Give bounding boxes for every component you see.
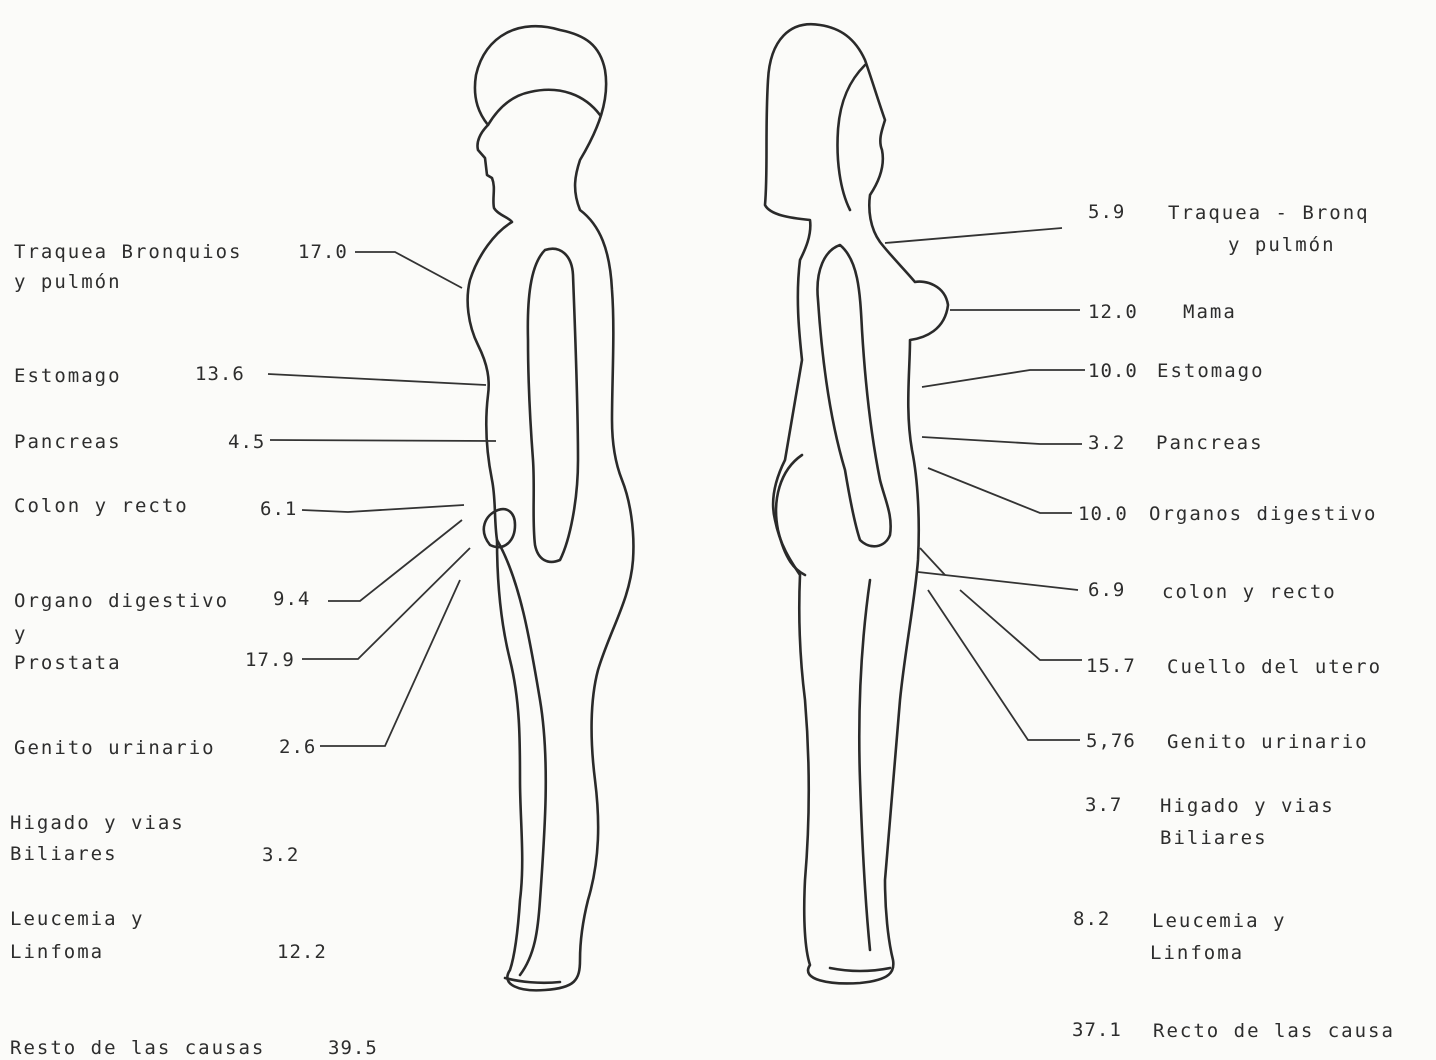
female-hair (838, 65, 866, 210)
female-label-pancreas: Pancreas (1156, 431, 1264, 455)
male-label-leucemia: Leucemia y (10, 907, 144, 931)
male-label-traquea: Traquea Bronquios (14, 240, 242, 264)
male-value-traquea: 17.0 (298, 240, 348, 264)
female-label-mama: Mama (1183, 300, 1237, 324)
male-label-organo-2: y (14, 622, 27, 646)
female-label-higado-2: Biliares (1160, 826, 1268, 850)
leader-f-colon (918, 572, 1078, 590)
male-value-colon: 6.1 (260, 497, 297, 521)
female-label-resto: Recto de las causa (1153, 1019, 1395, 1043)
male-label-estomago: Estomago (14, 364, 122, 388)
leader-m-estomago (268, 374, 486, 385)
female-label-traquea: Traquea - Bronq (1168, 201, 1370, 225)
male-arm (528, 249, 578, 562)
female-arm (817, 245, 890, 546)
female-value-mama: 12.0 (1088, 300, 1138, 324)
female-silhouette (765, 24, 948, 983)
male-label-leucemia-2: Linfoma (10, 940, 104, 964)
female-value-resto: 37.1 (1072, 1018, 1122, 1042)
leader-m-prostata (302, 548, 470, 659)
female-label-colon: colon y recto (1162, 580, 1337, 604)
female-label-estomago: Estomago (1157, 359, 1265, 383)
male-label-genito: Genito urinario (14, 736, 216, 760)
leader-f-pancreas (922, 437, 1082, 444)
female-value-genito: 5,76 (1086, 729, 1136, 753)
female-value-leucemia: 8.2 (1073, 907, 1110, 931)
male-outline (468, 26, 634, 990)
leader-lines (268, 228, 1085, 746)
leader-f-cuello (960, 590, 1082, 660)
female-label-traquea-2: y pulmón (1228, 233, 1336, 257)
male-value-leucemia: 12.2 (277, 940, 327, 964)
leader-f-estomago (922, 370, 1085, 387)
male-value-pancreas: 4.5 (228, 430, 265, 454)
female-value-traquea: 5.9 (1088, 200, 1125, 224)
leader-f-colon2 (920, 548, 945, 575)
male-label-higado-2: Biliares (10, 842, 118, 866)
male-label-resto: Resto de las causas (10, 1036, 265, 1060)
leader-f-traquea (885, 228, 1062, 243)
male-label-traquea-2: y pulmón (14, 270, 122, 294)
female-value-organos: 10.0 (1078, 502, 1128, 526)
female-value-higado: 3.7 (1085, 793, 1122, 817)
female-label-higado: Higado y vias (1160, 794, 1335, 818)
female-value-pancreas: 3.2 (1088, 431, 1125, 455)
male-value-organo: 9.4 (273, 587, 310, 611)
leader-f-organos (928, 468, 1072, 513)
leader-m-organo (328, 520, 462, 601)
leader-f-genito (928, 590, 1080, 740)
male-leg-line (497, 540, 546, 975)
female-label-organos: Organos digestivo (1149, 502, 1377, 526)
male-value-higado: 3.2 (262, 843, 299, 867)
male-label-colon: Colon y recto (14, 494, 189, 518)
male-value-resto: 39.5 (328, 1036, 378, 1060)
leader-m-genito (320, 580, 460, 746)
leader-m-traquea (355, 252, 462, 288)
female-label-leucemia: Leucemia y (1152, 909, 1286, 933)
male-value-estomago: 13.6 (195, 362, 245, 386)
female-label-genito: Genito urinario (1167, 730, 1369, 754)
male-label-pancreas: Pancreas (14, 430, 122, 454)
male-foot (505, 978, 560, 983)
male-hair (488, 90, 600, 125)
female-value-colon: 6.9 (1088, 578, 1125, 602)
male-silhouette (468, 26, 634, 990)
leader-m-colon (302, 505, 464, 512)
male-label-prostata: Prostata (14, 651, 122, 675)
male-value-prostata: 17.9 (245, 648, 295, 672)
female-leg-line (859, 580, 870, 950)
leader-m-pancreas (270, 440, 496, 441)
male-label-higado: Higado y vias (10, 811, 185, 835)
female-foot (830, 968, 890, 971)
female-label-leucemia-2: Linfoma (1150, 941, 1244, 965)
female-label-cuello: Cuello del utero (1167, 655, 1382, 679)
female-value-estomago: 10.0 (1088, 359, 1138, 383)
male-label-organo: Organo digestivo (14, 589, 229, 613)
female-outline (765, 24, 948, 983)
female-value-cuello: 15.7 (1086, 654, 1136, 678)
male-fist (484, 509, 515, 547)
male-value-genito: 2.6 (279, 735, 316, 759)
